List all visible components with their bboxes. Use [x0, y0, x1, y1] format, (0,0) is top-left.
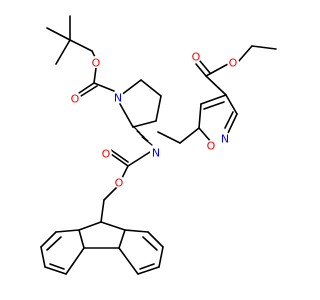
- methylene-linker: [157, 127, 200, 144]
- atom-label: O: [207, 140, 216, 153]
- atom-fmoc-ether-oxygen: O: [113, 176, 125, 190]
- atom-piperidine-nitrogen: N: [112, 91, 124, 105]
- stereo-hashed-wedge-bond: [132, 125, 153, 146]
- atom-isoxazole-nitrogen: N: [219, 132, 231, 146]
- atom-label: O: [92, 57, 101, 70]
- atom-carbamate-nitrogen: N: [150, 146, 162, 160]
- atom-fmoc-carbonyl-oxygen: O: [100, 147, 112, 161]
- ethyl-ester: [195, 45, 277, 96]
- isoxazole-ring: [198, 94, 238, 144]
- atom-label: O: [229, 57, 238, 70]
- fmoc-carbamate: [100, 149, 151, 223]
- atom-label: N: [221, 133, 229, 146]
- atom-label: N: [114, 92, 122, 105]
- atom-label: O: [71, 93, 80, 106]
- fluorenyl-group: [40, 221, 164, 275]
- atom-label: N: [152, 147, 160, 160]
- boc-carbamate: [78, 50, 115, 97]
- atom-isoxazole-oxygen: O: [206, 140, 216, 153]
- piperidine-ring: [119, 79, 162, 128]
- atom-labels: O O N O O N O O: [69, 50, 239, 190]
- atom-label: O: [102, 148, 111, 161]
- atom-ester-carbonyl-oxygen: O: [190, 50, 202, 64]
- atom-label: O: [115, 177, 124, 190]
- chemical-structure-diagram: O O N O O N O O: [40, 15, 277, 275]
- atom-label: O: [192, 51, 201, 64]
- atom-boc-ether-oxygen: O: [90, 56, 102, 70]
- atom-ester-ether-oxygen: O: [227, 56, 239, 70]
- tert-butyl-group: [46, 15, 93, 65]
- atom-boc-carbonyl-oxygen: O: [69, 92, 81, 106]
